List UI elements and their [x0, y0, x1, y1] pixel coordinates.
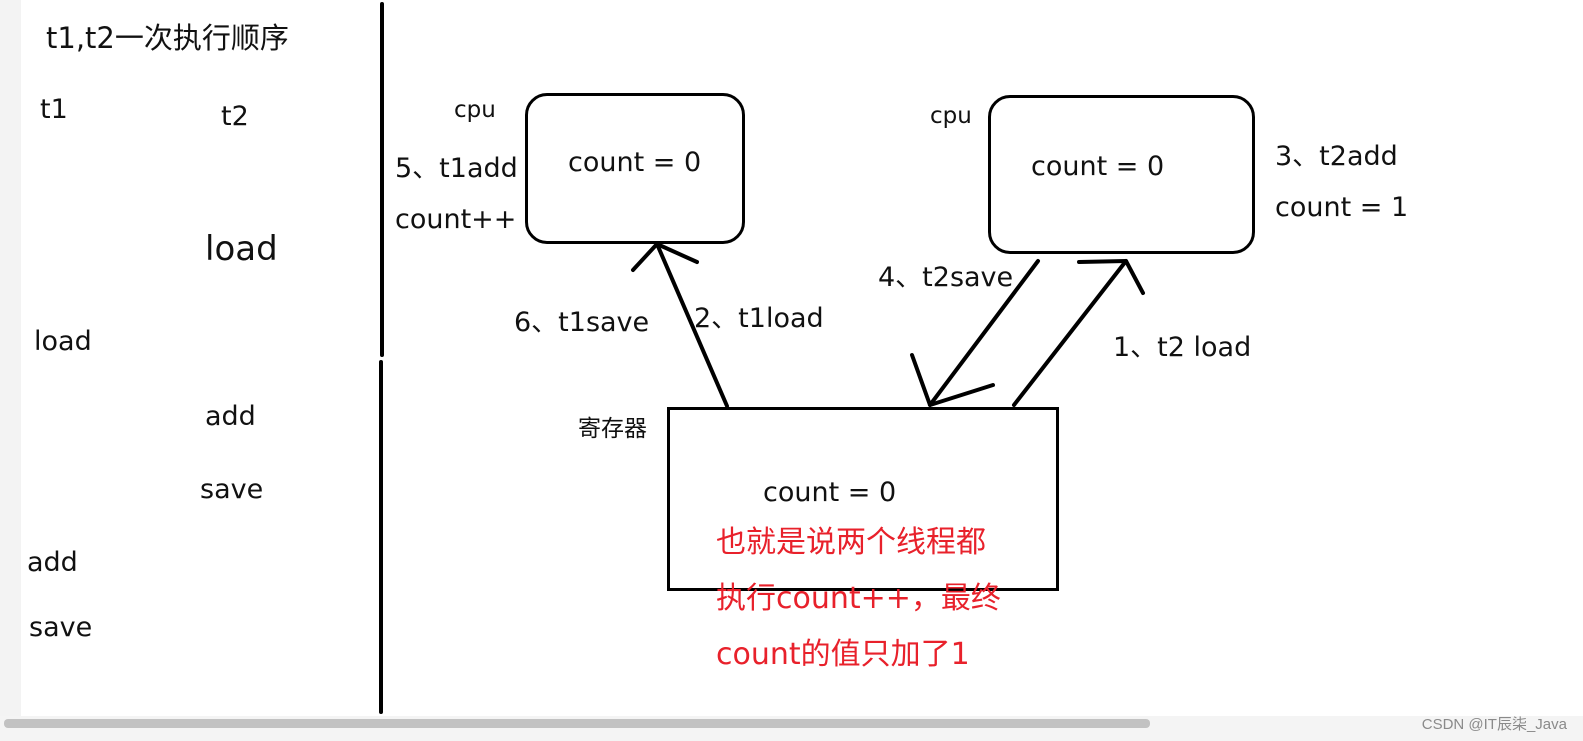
arrow-t2-load-line [1012, 259, 1128, 407]
label-t1-load: 2、t1load [694, 303, 824, 334]
cpu2-box [988, 95, 1255, 254]
t2-step-save: save [200, 474, 264, 505]
scrollbar-thumb[interactable] [4, 719, 1150, 728]
t1-column-header: t1 [40, 94, 68, 125]
label-t2-save: 4、t2save [878, 262, 1014, 293]
label-t1-save: 6、t1save [514, 307, 650, 338]
conclusion-line-1: 也就是说两个线程都 [716, 525, 986, 560]
cpu1-box [525, 93, 745, 244]
t2-step-load: load [205, 229, 278, 269]
cpu1-note-op: count++ [395, 204, 517, 235]
t2-step-add: add [205, 401, 256, 432]
register-box [667, 407, 1059, 591]
cpu1-label: cpu [454, 97, 496, 123]
arrow-t1-load-line [655, 242, 729, 408]
t1-step-load: load [34, 326, 92, 357]
cpu1-note-step: 5、t1add [395, 153, 518, 184]
cpu2-note-value: count = 1 [1275, 192, 1409, 223]
conclusion-line-3: count的值只加了1 [716, 637, 970, 672]
conclusion-line-2: 执行count++，最终 [716, 581, 1001, 616]
arrow-t2-save-head [910, 353, 995, 407]
label-t2-load: 1、t2 load [1113, 332, 1252, 363]
cpu2-content: count = 0 [1031, 151, 1165, 182]
t1-step-save: save [29, 612, 93, 643]
left-margin-strip [0, 0, 21, 741]
cpu1-content: count = 0 [568, 147, 702, 178]
register-content: count = 0 [763, 477, 897, 508]
arrow-t1-load-head [631, 242, 699, 272]
watermark: CSDN @IT辰柒_Java [1421, 716, 1567, 733]
arrow-t2-load-head [1077, 259, 1145, 295]
t1-step-add: add [27, 547, 78, 578]
register-label: 寄存器 [578, 416, 647, 442]
cpu2-label: cpu [930, 103, 972, 129]
arrow-t2-save-line [928, 259, 1040, 407]
execution-order-title: t1,t2一次执行顺序 [46, 21, 289, 55]
t2-column-header: t2 [221, 101, 249, 132]
cpu2-note-step: 3、t2add [1275, 141, 1398, 172]
